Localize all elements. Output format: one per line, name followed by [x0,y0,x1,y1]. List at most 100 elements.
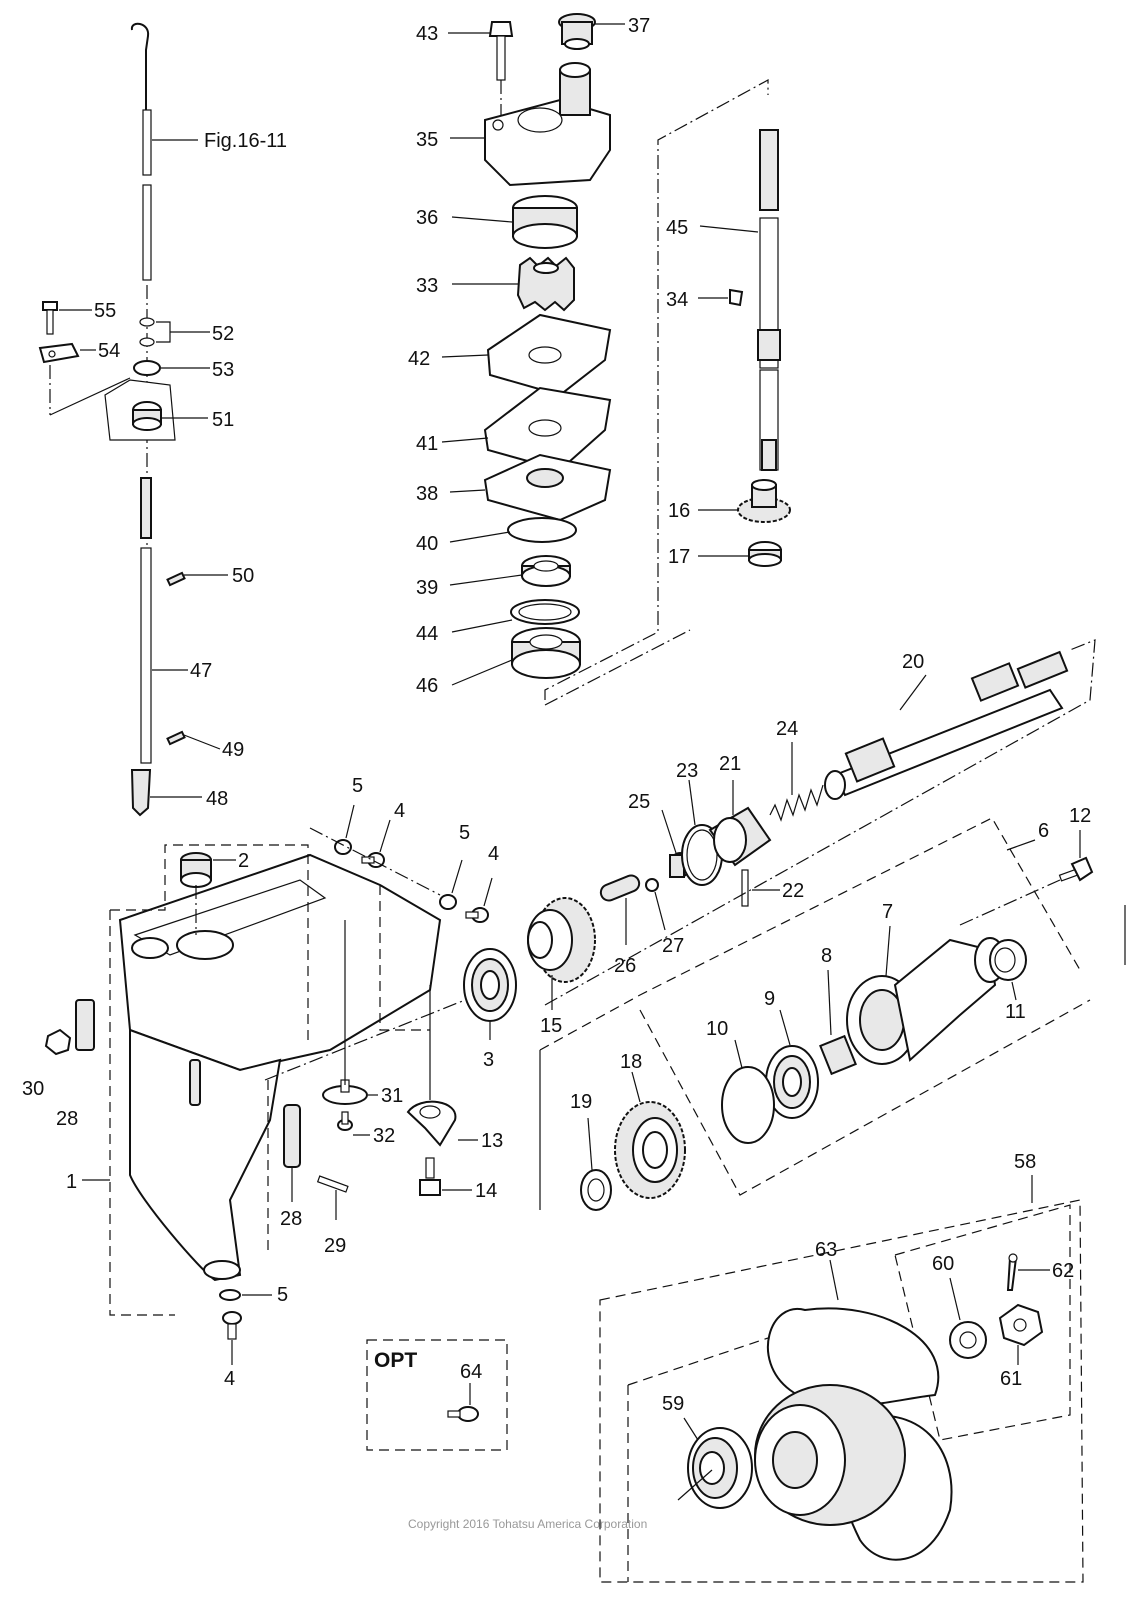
callout-39: 39 [416,577,438,599]
bearing-46 [511,627,581,679]
callout-17: 17 [668,546,690,568]
callout-62: 62 [1052,1260,1074,1282]
callout-24: 24 [776,718,798,740]
screw-29 [316,1175,349,1193]
callout-44: 44 [416,623,438,645]
callout-23: 23 [676,760,698,782]
callout-15: 15 [540,1015,562,1037]
ball-27 [645,878,659,892]
propeller-63 [754,1307,953,1561]
seal-39 [521,555,571,587]
callout-61: 61 [1000,1368,1022,1390]
callout-32: 32 [373,1125,395,1147]
bearing-3 [463,948,517,1022]
pin-50 [166,571,186,587]
callout-58: 58 [1014,1151,1036,1173]
copyright-watermark: Copyright 2016 Tohatsu America Corporati… [408,1517,647,1531]
callout-42: 42 [408,348,430,370]
gear-18 [614,1101,686,1199]
insert-36 [512,195,578,249]
prop-shaft-20 [824,650,1069,800]
callout-45: 45 [666,217,688,239]
callout-22: 22 [782,880,804,902]
o-ring-40 [507,517,577,543]
callout-4c: 4 [224,1368,235,1390]
shift-rod-upper [130,22,152,555]
callout-30: 30 [22,1078,44,1100]
bolt-43 [488,21,514,81]
ring-44 [510,599,580,625]
callout-40: 40 [416,533,438,555]
bearing-9 [765,1045,819,1119]
shift-rod-seals [133,317,161,376]
plunger-26 [599,874,641,902]
fig-reference: Fig.16-11 [204,130,287,152]
callout-4b: 4 [488,843,499,865]
screw-32 [337,1111,353,1131]
callout-33: 33 [416,275,438,297]
screw-4-c [222,1311,242,1340]
callout-25: 25 [628,791,650,813]
cup-37 [558,13,596,50]
cotter-pin-62 [1006,1253,1018,1291]
callout-35: 35 [416,129,438,151]
callout-38: 38 [416,483,438,505]
nut-61 [998,1303,1044,1347]
impeller-33 [516,256,575,312]
key-34 [729,288,744,307]
callout-31: 31 [381,1085,403,1107]
pump-housing-35 [484,62,611,187]
gasket-41 [483,386,612,472]
callout-18: 18 [620,1051,642,1073]
bearing-housing-7 [846,937,1006,1065]
filter-28-right [283,1104,301,1168]
callout-64: 64 [460,1361,482,1383]
gear-case-1 [118,853,442,1282]
washer-5-b [439,894,457,910]
callout-60: 60 [932,1253,954,1275]
pump-case-38 [483,453,612,522]
callout-49: 49 [222,739,244,761]
callout-36: 36 [416,207,438,229]
spacer-59 [687,1427,753,1509]
anode-13 [406,1100,457,1147]
grommet-51 [104,379,176,441]
callout-48: 48 [206,788,228,810]
washer-60 [949,1321,987,1359]
callout-4a: 4 [394,800,405,822]
callout-37: 37 [628,15,650,37]
bearing-8 [819,1034,857,1076]
drive-shaft-45 [757,129,781,471]
washer-19 [580,1169,612,1211]
callout-34: 34 [666,289,688,311]
ring-23 [681,824,723,886]
callout-55: 55 [94,300,116,322]
spring-24 [769,784,824,822]
callout-29: 29 [324,1235,346,1257]
washer-5-c [219,1289,241,1301]
pin-49 [166,730,186,746]
callout-5b: 5 [459,822,470,844]
o-ring-10 [721,1066,775,1144]
shift-rod-47 [140,477,152,764]
callout-28b: 28 [280,1208,302,1230]
callout-5a: 5 [352,775,363,797]
callout-53: 53 [212,359,234,381]
callout-3: 3 [483,1049,494,1071]
nut-17 [748,541,782,567]
screw-14 [419,1157,441,1196]
callout-6: 6 [1038,820,1049,842]
callout-54: 54 [98,340,120,362]
callout-47: 47 [190,660,212,682]
callout-2: 2 [238,850,249,872]
callout-8: 8 [821,945,832,967]
screw-4-b [465,907,489,923]
callout-26: 26 [614,955,636,977]
callout-7: 7 [882,901,893,923]
callout-1: 1 [66,1171,77,1193]
clutch-21 [708,806,772,867]
plate-31 [322,1079,368,1105]
callout-9: 9 [764,988,775,1010]
callout-28a: 28 [56,1108,78,1130]
